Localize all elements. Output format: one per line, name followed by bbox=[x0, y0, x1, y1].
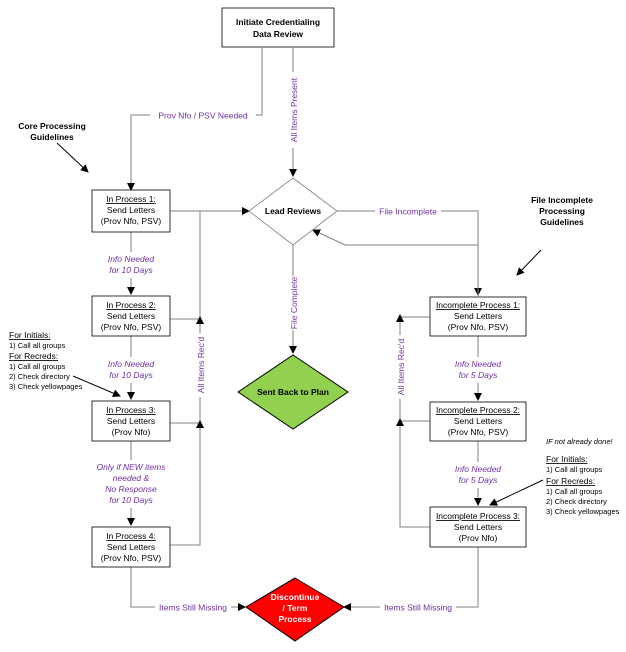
label-all-items-present: All Items Present bbox=[289, 77, 299, 142]
in-process-3-line3: (Prov Nfo) bbox=[112, 427, 151, 437]
label-only-if-l3: No Response bbox=[105, 484, 157, 494]
incomplete-3-line2: Send Letters bbox=[454, 522, 502, 532]
label-all-items-recd-right: All Items Rec'd bbox=[396, 339, 406, 396]
label-info-needed-10-b-l2: for 10 Days bbox=[109, 370, 153, 380]
pointer-initials-left bbox=[72, 375, 121, 397]
file-incomplete-guidelines-line3: Guidelines bbox=[540, 217, 584, 227]
in-process-1-line2: Send Letters bbox=[107, 205, 155, 215]
left-recreds-check-yellowpages: 3) Check yellowpages bbox=[9, 382, 83, 391]
incomplete-2-title: Incomplete Process 2: bbox=[436, 405, 520, 415]
node-sent-back-to-plan: Sent Back to Plan bbox=[237, 354, 349, 430]
left-initials-call-all-groups: 1) Call all groups bbox=[9, 341, 66, 350]
pointer-core-guidelines bbox=[56, 142, 89, 173]
initiate-line1: Initiate Credentialing bbox=[236, 17, 320, 27]
label-info-needed-10-a-l2: for 10 Days bbox=[109, 265, 153, 275]
incomplete-3-title: Incomplete Process 3: bbox=[436, 511, 520, 521]
file-incomplete-guidelines-line1: File Incomplete bbox=[531, 195, 593, 205]
pointer-initials-right bbox=[489, 479, 544, 506]
discontinue-shape bbox=[245, 577, 345, 642]
label-info-needed-10-b-l1: Info Needed bbox=[108, 359, 155, 369]
in-process-2-line2: Send Letters bbox=[107, 311, 155, 321]
label-all-items-recd-left: All Items Rec'd bbox=[196, 337, 206, 394]
initiate-line2: Data Review bbox=[253, 29, 303, 39]
in-process-2-title: In Process 2: bbox=[106, 300, 156, 310]
discontinue-line2: / Term bbox=[283, 603, 308, 613]
in-process-4-line3: (Prov Nfo, PSV) bbox=[101, 553, 162, 563]
label-prov-nfo-psv-needed: Prov Nfo / PSV Needed bbox=[158, 111, 248, 121]
right-initials-call-all-groups: 1) Call all groups bbox=[546, 465, 603, 474]
left-recreds-check-directory: 2) Check directory bbox=[9, 372, 70, 381]
incomplete-2-line3: (Prov Nfo, PSV) bbox=[448, 427, 509, 437]
core-guidelines-line2: Guidelines bbox=[30, 132, 74, 142]
right-for-initials: For Initials: bbox=[546, 454, 588, 464]
label-file-incomplete: File Incomplete bbox=[379, 207, 437, 217]
annotation-left-call-list: For Initials: 1) Call all groups For Rec… bbox=[9, 330, 83, 391]
pointer-file-incomplete-guidelines bbox=[516, 249, 542, 276]
label-file-complete: File Complete bbox=[289, 277, 299, 330]
label-info-needed-5-a-l2: for 5 Days bbox=[459, 370, 498, 380]
in-process-1-line3: (Prov Nfo, PSV) bbox=[101, 216, 162, 226]
label-only-if-l4: for 10 Days bbox=[109, 495, 153, 505]
in-process-4-title: In Process 4: bbox=[106, 531, 156, 541]
node-lead-reviews: Lead Reviews bbox=[248, 177, 338, 246]
in-process-2-line3: (Prov Nfo, PSV) bbox=[101, 322, 162, 332]
discontinue-line1: Discontinue bbox=[271, 592, 320, 602]
in-process-1-title: In Process 1: bbox=[106, 194, 156, 204]
sent-back-shape bbox=[237, 354, 349, 430]
sent-back-label: Sent Back to Plan bbox=[257, 387, 329, 397]
annotation-right-call-list: IF not already done! For Initials: 1) Ca… bbox=[546, 437, 620, 516]
in-process-3-title: In Process 3: bbox=[106, 405, 156, 415]
incomplete-2-line2: Send Letters bbox=[454, 416, 502, 426]
incomplete-3-line3: (Prov Nfo) bbox=[459, 533, 498, 543]
right-recreds-check-yellowpages: 3) Check yellowpages bbox=[546, 507, 620, 516]
file-incomplete-guidelines-line2: Processing bbox=[539, 206, 585, 216]
node-in-process-4: In Process 4: Send Letters (Prov Nfo, PS… bbox=[91, 526, 171, 568]
edge-incomplete-1-to-lead-reviews bbox=[312, 229, 479, 295]
label-only-if-l1: Only if NEW items bbox=[97, 462, 167, 472]
left-for-initials: For Initials: bbox=[9, 330, 51, 340]
label-info-needed-5-a-l1: Info Needed bbox=[455, 359, 502, 369]
in-process-4-line2: Send Letters bbox=[107, 542, 155, 552]
edge-labels: Prov Nfo / PSV Needed All Items Present … bbox=[88, 72, 506, 614]
right-for-recreds: For Recreds: bbox=[546, 476, 595, 486]
incomplete-1-line3: (Prov Nfo, PSV) bbox=[448, 322, 509, 332]
right-if-not-done: IF not already done! bbox=[546, 437, 613, 446]
in-process-3-line2: Send Letters bbox=[107, 416, 155, 426]
node-incomplete-process-1: Incomplete Process 1: Send Letters (Prov… bbox=[429, 296, 527, 337]
node-discontinue: Discontinue / Term Process bbox=[245, 577, 345, 642]
left-for-recreds: For Recreds: bbox=[9, 351, 58, 361]
incomplete-1-title: Incomplete Process 1: bbox=[436, 300, 520, 310]
annotation-core-guidelines: Core Processing Guidelines bbox=[18, 121, 86, 142]
label-items-still-missing-left: Items Still Missing bbox=[159, 603, 227, 613]
right-recreds-check-directory: 2) Check directory bbox=[546, 497, 607, 506]
node-in-process-2: In Process 2: Send Letters (Prov Nfo, PS… bbox=[91, 295, 171, 337]
edge-lead-reviews-to-incomplete-1 bbox=[337, 210, 482, 296]
label-info-needed-5-b-l2: for 5 Days bbox=[459, 475, 498, 485]
label-only-if-l2: needed & bbox=[113, 473, 150, 483]
node-in-process-3: In Process 3: Send Letters (Prov Nfo) bbox=[91, 400, 171, 442]
annotation-file-incomplete-guidelines: File Incomplete Processing Guidelines bbox=[531, 195, 593, 227]
lead-reviews-label: Lead Reviews bbox=[265, 206, 321, 216]
core-guidelines-line1: Core Processing bbox=[18, 121, 86, 131]
node-incomplete-process-2: Incomplete Process 2: Send Letters (Prov… bbox=[429, 401, 527, 442]
label-items-still-missing-right: Items Still Missing bbox=[384, 603, 452, 613]
node-incomplete-process-3: Incomplete Process 3: Send Letters (Prov… bbox=[429, 506, 527, 548]
left-recreds-call-all-groups: 1) Call all groups bbox=[9, 362, 66, 371]
edge-incomplete-3-to-discontinue bbox=[343, 547, 479, 611]
node-initiate-review: Initiate Credentialing Data Review bbox=[221, 7, 335, 48]
node-in-process-1: In Process 1: Send Letters (Prov Nfo, PS… bbox=[91, 189, 171, 233]
label-info-needed-10-a-l1: Info Needed bbox=[108, 254, 155, 264]
right-recreds-call-all-groups: 1) Call all groups bbox=[546, 487, 603, 496]
incomplete-1-line2: Send Letters bbox=[454, 311, 502, 321]
label-info-needed-5-b-l1: Info Needed bbox=[455, 464, 502, 474]
discontinue-line3: Process bbox=[278, 614, 311, 624]
